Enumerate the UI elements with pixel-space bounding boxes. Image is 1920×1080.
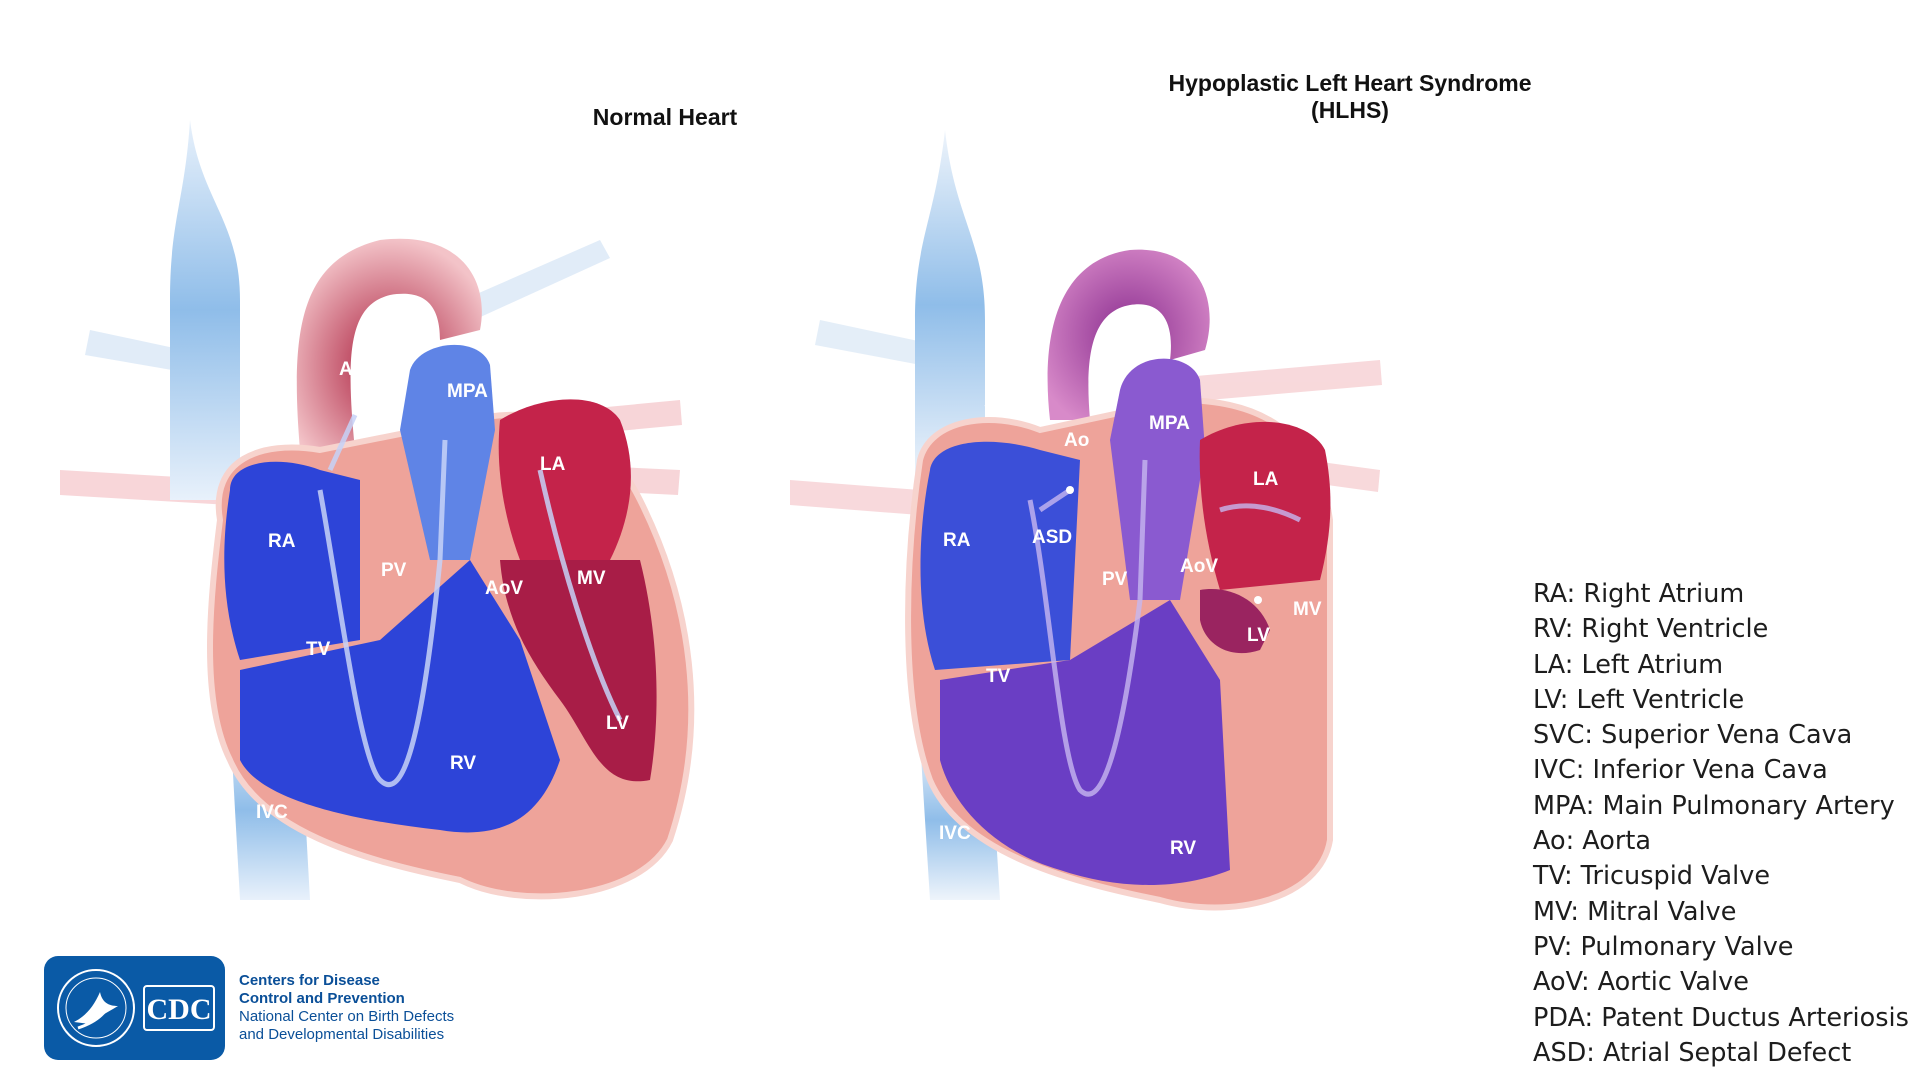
- normal-label-mpa: MPA: [447, 381, 488, 402]
- legend-item: IVC: Inferior Vena Cava: [1533, 755, 1828, 786]
- cdc-logo-badge: CDC: [44, 956, 225, 1060]
- hlhs-label-pv: PV: [1102, 569, 1128, 590]
- normal-label-pv: PV: [381, 560, 407, 581]
- abbreviation-legend: RA: Right Atrium RV: Right Ventricle LA:…: [1533, 577, 1913, 1071]
- normal-label-mv: MV: [577, 568, 606, 589]
- normal-label-rv: RV: [450, 753, 476, 774]
- hlhs-title-line2: (HLHS): [1311, 97, 1389, 123]
- normal-label-ivc: IVC: [256, 802, 288, 823]
- hlhs-heart-illustration: PDA SVC Ao MPA LA ASD RA PV AoV MV LV TV…: [790, 130, 1382, 911]
- legend-item: MV: Mitral Valve: [1533, 896, 1737, 927]
- hlhs-label-lv: LV: [1247, 625, 1270, 646]
- cdc-line-2: Control and Prevention: [239, 990, 405, 1007]
- cdc-line-1: Centers for Disease: [239, 972, 380, 989]
- hlhs-label-ra: RA: [943, 530, 971, 551]
- legend-item: MPA: Main Pulmonary Artery: [1533, 790, 1895, 821]
- legend-item: RV: Right Ventricle: [1533, 614, 1769, 645]
- hlhs-svc: [915, 130, 985, 480]
- hlhs-asd-marker: [1066, 486, 1074, 494]
- hlhs-flow-arrows: [1027, 459, 1302, 797]
- cdc-line-3: National Center on Birth Defects: [239, 1008, 455, 1025]
- hlhs-title-line1: Hypoplastic Left Heart Syndrome: [1168, 70, 1532, 96]
- hlhs-main-pulmonary-artery: [1110, 358, 1205, 600]
- hlhs-left-ventricle-hypoplastic: [1200, 589, 1270, 654]
- hlhs-right-ventricle: [940, 600, 1230, 885]
- legend-item: TV: Tricuspid Valve: [1533, 861, 1771, 892]
- normal-main-pulmonary-artery: [400, 344, 495, 560]
- normal-label-aov: AoV: [485, 578, 523, 599]
- normal-label-tv: TV: [306, 639, 331, 660]
- legend-item: ASD: Atrial Septal Defect: [1533, 1037, 1852, 1068]
- legend-item: LA: Left Atrium: [1533, 649, 1724, 680]
- hlhs-label-pda: PDA: [1123, 313, 1163, 334]
- legend-item: Ao: Aorta: [1533, 826, 1651, 857]
- hlhs-label-ao: Ao: [1064, 430, 1089, 451]
- normal-heart-illustration: SVC Ao MPA LA RA PV AoV MV TV LV RV IVC: [60, 120, 695, 900]
- hlhs-right-atrium: [920, 441, 1080, 670]
- normal-flow-arrows: [317, 413, 623, 787]
- cdc-logo-block: CDC Centers for Disease Control and Prev…: [44, 956, 464, 1060]
- hlhs-label-ivc: IVC: [939, 823, 971, 844]
- normal-svc: [170, 120, 240, 500]
- hlhs-label-mpa: MPA: [1149, 413, 1190, 434]
- normal-aorta: [296, 238, 482, 450]
- hhs-seal-icon: CDC: [57, 969, 215, 1047]
- hlhs-mv-marker: [1254, 596, 1262, 604]
- hlhs-pda: [1047, 249, 1210, 420]
- legend-item: PV: Pulmonary Valve: [1533, 931, 1794, 962]
- normal-left-ventricle: [500, 560, 657, 782]
- legend-item: RA: Right Atrium: [1533, 579, 1745, 609]
- hlhs-label-la: LA: [1253, 469, 1279, 490]
- normal-left-atrium: [498, 399, 631, 560]
- hlhs-label-asd: ASD: [1032, 527, 1072, 548]
- cdc-line-4: and Developmental Disabilities: [239, 1026, 445, 1043]
- normal-label-svc: SVC: [249, 405, 288, 426]
- normal-right-ventricle: [240, 560, 560, 833]
- cdc-abbr: CDC: [147, 993, 212, 1026]
- hlhs-label-aov: AoV: [1180, 556, 1218, 577]
- normal-label-ra: RA: [268, 531, 296, 552]
- hlhs-label-svc: SVC: [984, 393, 1023, 414]
- hlhs-label-mv: MV: [1293, 599, 1322, 620]
- hlhs-label-rv: RV: [1170, 838, 1196, 859]
- legend-item: LV: Left Ventricle: [1533, 684, 1745, 715]
- hlhs-label-tv: TV: [986, 666, 1011, 687]
- legend-item: PDA: Patent Ductus Arteriosis: [1533, 1002, 1909, 1033]
- normal-label-la: LA: [540, 454, 566, 475]
- cdc-logo-text: Centers for Disease Control and Preventi…: [239, 972, 454, 1044]
- normal-label-ao: Ao: [339, 359, 364, 380]
- normal-right-atrium: [224, 461, 360, 660]
- hlhs-title: Hypoplastic Left Heart Syndrome (HLHS): [1150, 70, 1550, 124]
- normal-heart-title: Normal Heart: [592, 104, 738, 130]
- legend-item: SVC: Superior Vena Cava: [1533, 720, 1853, 751]
- legend-item: AoV: Aortic Valve: [1533, 967, 1749, 998]
- normal-label-lv: LV: [606, 713, 629, 734]
